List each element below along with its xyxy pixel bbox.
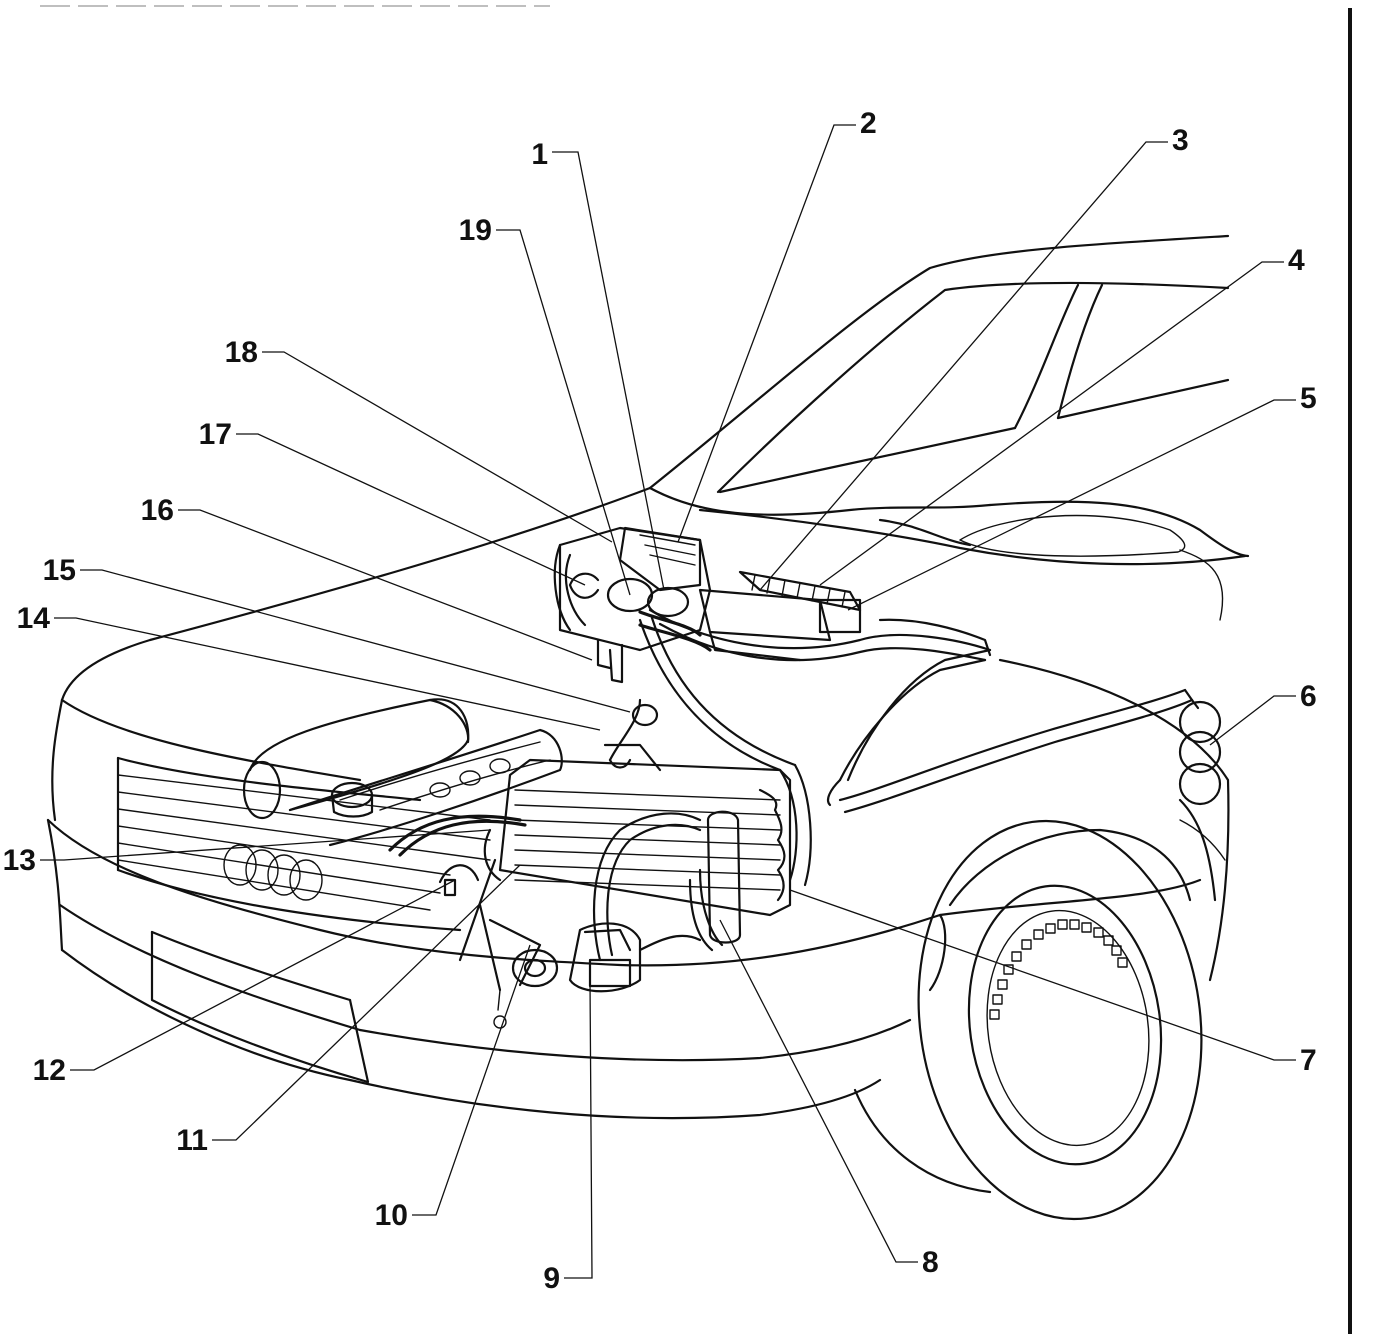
callout-labels: 1 2 3 4 5 6 7 8 9 10 11 12 13 14 15 16 1…	[3, 107, 1317, 1295]
callout-6: 6	[1300, 680, 1317, 713]
callout-18: 18	[225, 336, 258, 369]
callout-4: 4	[1288, 244, 1305, 277]
engine-bay	[242, 698, 792, 1029]
callout-10: 10	[375, 1199, 408, 1232]
leader-lines	[40, 124, 1296, 1279]
callout-5: 5	[1300, 382, 1317, 415]
callout-17: 17	[199, 418, 232, 451]
callout-9: 9	[543, 1262, 560, 1295]
callout-2: 2	[860, 107, 877, 140]
callout-15: 15	[43, 554, 76, 587]
callout-19: 19	[459, 214, 492, 247]
car-body	[46, 234, 1250, 1221]
callout-16: 16	[141, 494, 174, 527]
callout-11: 11	[176, 1124, 208, 1157]
refrigerant-lines	[592, 608, 1222, 962]
callout-3: 3	[1172, 124, 1189, 157]
evaporator-housing	[553, 526, 862, 684]
callout-13: 13	[3, 844, 36, 877]
callout-8: 8	[922, 1246, 939, 1279]
callout-12: 12	[33, 1054, 66, 1087]
callout-7: 7	[1300, 1044, 1317, 1077]
callout-1: 1	[531, 138, 548, 171]
callout-14: 14	[17, 602, 51, 635]
